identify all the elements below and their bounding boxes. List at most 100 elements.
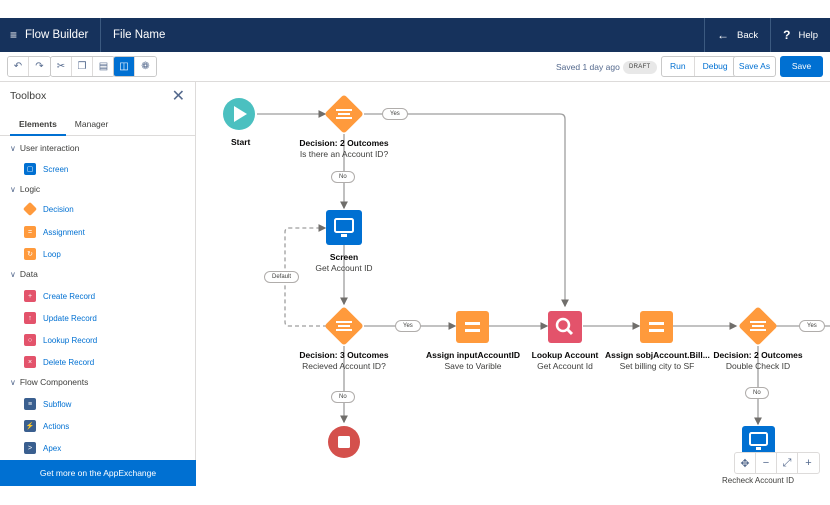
flow-connectors [223,95,830,458]
lookup-node[interactable] [548,311,582,343]
lookup-record-icon: ○ [24,334,36,346]
zoom-out-icon[interactable]: − [756,453,777,473]
connector-label-yes[interactable]: Yes [395,320,421,332]
toolbox-item-delete-record[interactable]: ×Delete Record [24,356,94,368]
draft-badge: DRAFT [623,61,657,74]
assignment-icon [465,322,480,332]
decision1-sublabel: Is there an Account ID? [299,149,389,159]
save-button[interactable]: Save [780,56,823,77]
screen1-sublabel: Get Account ID [315,263,373,273]
section-flow-components[interactable]: ∨Flow Components [10,377,88,387]
stop-icon [338,436,350,448]
item-label: Apex [43,443,62,453]
paste-icon: ▤ [98,61,109,72]
toolbox-tabs: Elements Manager [0,110,195,136]
toggle-panel-button[interactable]: ◫ [114,57,135,76]
copy-icon: ❐ [77,61,87,72]
undo-icon: ↶ [13,61,23,72]
section-data[interactable]: ∨Data [10,269,38,279]
connector-label-yes[interactable]: Yes [799,320,825,332]
appexchange-link[interactable]: Get more on the AppExchange [0,460,196,486]
help-button[interactable]: ? Help [770,18,830,52]
toolbox-item-screen[interactable]: ▢Screen [24,163,68,175]
assign2-label: Assign sobjAccount.Bill... [605,350,710,360]
lookup-label: Lookup Account [531,350,599,360]
assignment-icon [649,322,664,332]
move-icon[interactable]: ✥ [735,453,756,473]
undo-button[interactable]: ↶ [8,57,29,76]
toolbox-item-update-record[interactable]: ↑ Update Record [24,312,97,324]
app-header: ≡ Flow Builder File Name ← Back ? Help [0,18,830,52]
screen-icon [334,218,354,237]
paste-button[interactable]: ▤ [93,57,114,76]
item-label: Decision [43,204,74,214]
item-label: Create Record [43,291,96,301]
copy-button[interactable]: ❐ [72,57,93,76]
loop-icon: ↻ [24,248,36,260]
delete-record-icon: × [24,356,36,368]
tab-manager[interactable]: Manager [74,119,109,129]
assign1-node[interactable] [456,311,489,343]
toolbox-header: Toolbox ✕ [0,82,195,110]
back-button[interactable]: ← Back [703,18,770,52]
screen1-node[interactable] [326,210,362,245]
run-button[interactable]: Run [662,57,695,76]
item-label: Actions [43,421,70,431]
flow-canvas[interactable]: Start Decision: 2 Outcomes Is there an A… [197,82,830,486]
connector-label-yes[interactable]: Yes [382,108,408,120]
arrow-left-icon: ← [716,28,729,42]
decision-icon [336,109,352,119]
close-icon[interactable]: ✕ [171,88,185,105]
section-user-interaction[interactable]: ∨User interaction [10,143,79,153]
connector-label-no[interactable]: No [331,171,355,183]
saved-status: Saved 1 day ago [556,62,620,72]
decision2-sublabel: Recieved Account ID? [302,361,386,371]
connector-label-no[interactable]: No [745,387,769,399]
debug-button[interactable]: Debug [702,61,728,71]
back-label: Back [736,29,759,41]
item-label: Lookup Record [43,335,98,345]
redo-icon: ↷ [35,61,44,72]
toolbox-item-decision[interactable]: Decision [22,201,74,217]
view-group: ◫ ❁ [113,56,157,77]
chevron-down-icon: ∨ [10,269,16,279]
item-label: Update Record [43,313,97,323]
toolbox-item-lookup-record[interactable]: ○ Lookup Record [24,334,97,346]
save-as-button[interactable]: Save As [733,56,776,77]
toolbox-item-actions[interactable]: ⚡Actions [24,420,69,432]
section-label: Flow Components [19,377,89,387]
lookup-sublabel: Get Account Id [537,361,593,371]
decision-icon [22,201,38,217]
tab-elements[interactable]: Elements [10,110,66,136]
toolbox-item-assignment[interactable]: =Assignment [24,226,85,238]
toolbox-item-create-record[interactable]: + Create Record [24,290,95,302]
toolbox-item-apex[interactable]: >Apex [24,442,61,454]
assign2-node[interactable] [640,311,673,343]
chevron-down-icon: ∨ [10,184,16,194]
toolbox-item-subflow[interactable]: ≡Subflow [24,398,71,410]
cut-button[interactable]: ✂ [51,57,72,76]
screen-icon: ▢ [24,163,36,175]
section-logic[interactable]: ∨Logic [10,184,40,194]
toolbox-panel: Toolbox ✕ Elements Manager ∨User interac… [0,82,196,486]
help-label: Help [798,29,818,41]
run-debug-group: Run Debug [661,56,737,77]
update-record-icon: ↑ [24,312,36,324]
fit-icon[interactable]: ⤢ [777,453,798,473]
connector-label-no[interactable]: No [331,391,355,403]
chevron-down-icon: ∨ [10,143,16,153]
zoom-in-icon[interactable]: + [805,457,812,469]
settings-button[interactable]: ❁ [135,57,156,76]
play-icon [234,106,247,122]
chevron-down-icon: ∨ [10,377,16,387]
connector-label-default[interactable]: Default [264,271,300,283]
assign2-sublabel: Set billing city to SF [619,361,695,371]
redo-button[interactable]: ↷ [29,57,50,76]
subflow-icon: ≡ [24,398,36,410]
decision1-label: Decision: 2 Outcomes [299,138,389,148]
file-name[interactable]: File Name [113,29,166,41]
zoom-controls: ✥ − ⤢ + [734,452,820,474]
toolbox-item-loop[interactable]: ↻Loop [24,248,61,260]
create-record-icon: + [24,290,36,302]
question-icon: ? [783,28,791,42]
